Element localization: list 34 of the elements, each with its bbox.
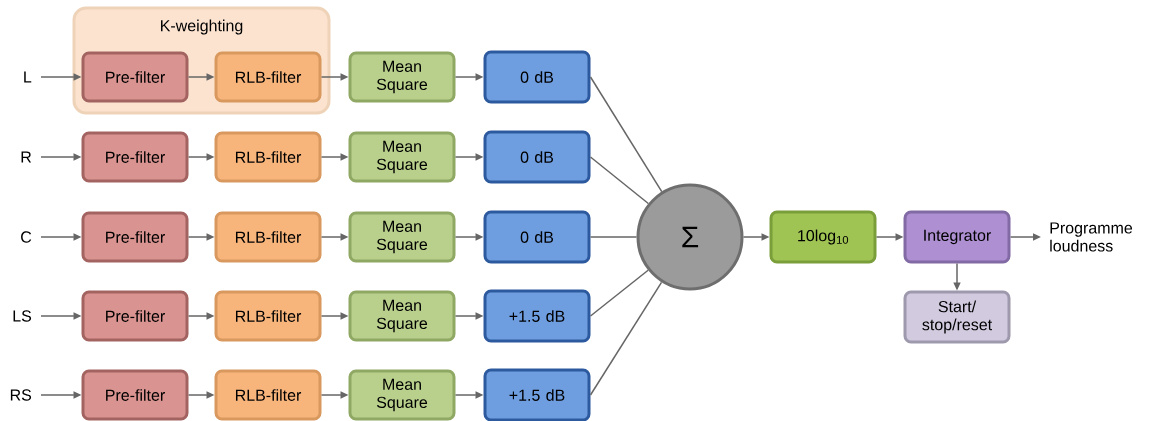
gain-box: +1.5 dB [483, 289, 591, 343]
process-box: Mean Square [348, 131, 456, 183]
filter-box: RLB-filter [214, 290, 322, 342]
gain-box: 0 dB [483, 130, 591, 184]
process-box: Mean Square [348, 211, 456, 263]
process-box: Mean Square [348, 290, 456, 342]
process-box: Mean Square [348, 369, 456, 421]
channel-label: LS [13, 310, 32, 322]
filter-box: RLB-filter [214, 51, 322, 103]
filter-box: Pre-filter [81, 290, 189, 342]
filter-box: RLB-filter [214, 211, 322, 263]
connector-line [589, 281, 663, 396]
filter-box: RLB-filter [214, 131, 322, 183]
filter-box: RLB-filter [214, 369, 322, 421]
filter-box: Pre-filter [81, 131, 189, 183]
process-box: 10log$_{10}$ [769, 210, 877, 264]
channel-label: RS [10, 389, 32, 401]
channel-label: R [21, 151, 32, 163]
connector-line [589, 236, 638, 238]
gain-box: 0 dB [483, 210, 591, 264]
filter-box: Pre-filter [81, 369, 189, 421]
channel-label: L [24, 71, 32, 83]
gain-box: +1.5 dB [483, 368, 591, 421]
connector-line [589, 156, 650, 205]
filter-box: Pre-filter [81, 211, 189, 263]
connector-line [589, 76, 663, 193]
connector-line [589, 269, 649, 317]
output-label: Programme loudness [1050, 222, 1133, 252]
process-box: Integrator [903, 210, 1011, 264]
control-box: Start/ stop/reset [903, 290, 1011, 344]
gain-box: 0 dB [483, 50, 591, 104]
channel-label: C [21, 231, 32, 243]
process-box: Mean Square [348, 51, 456, 103]
filter-box: Pre-filter [81, 51, 189, 103]
